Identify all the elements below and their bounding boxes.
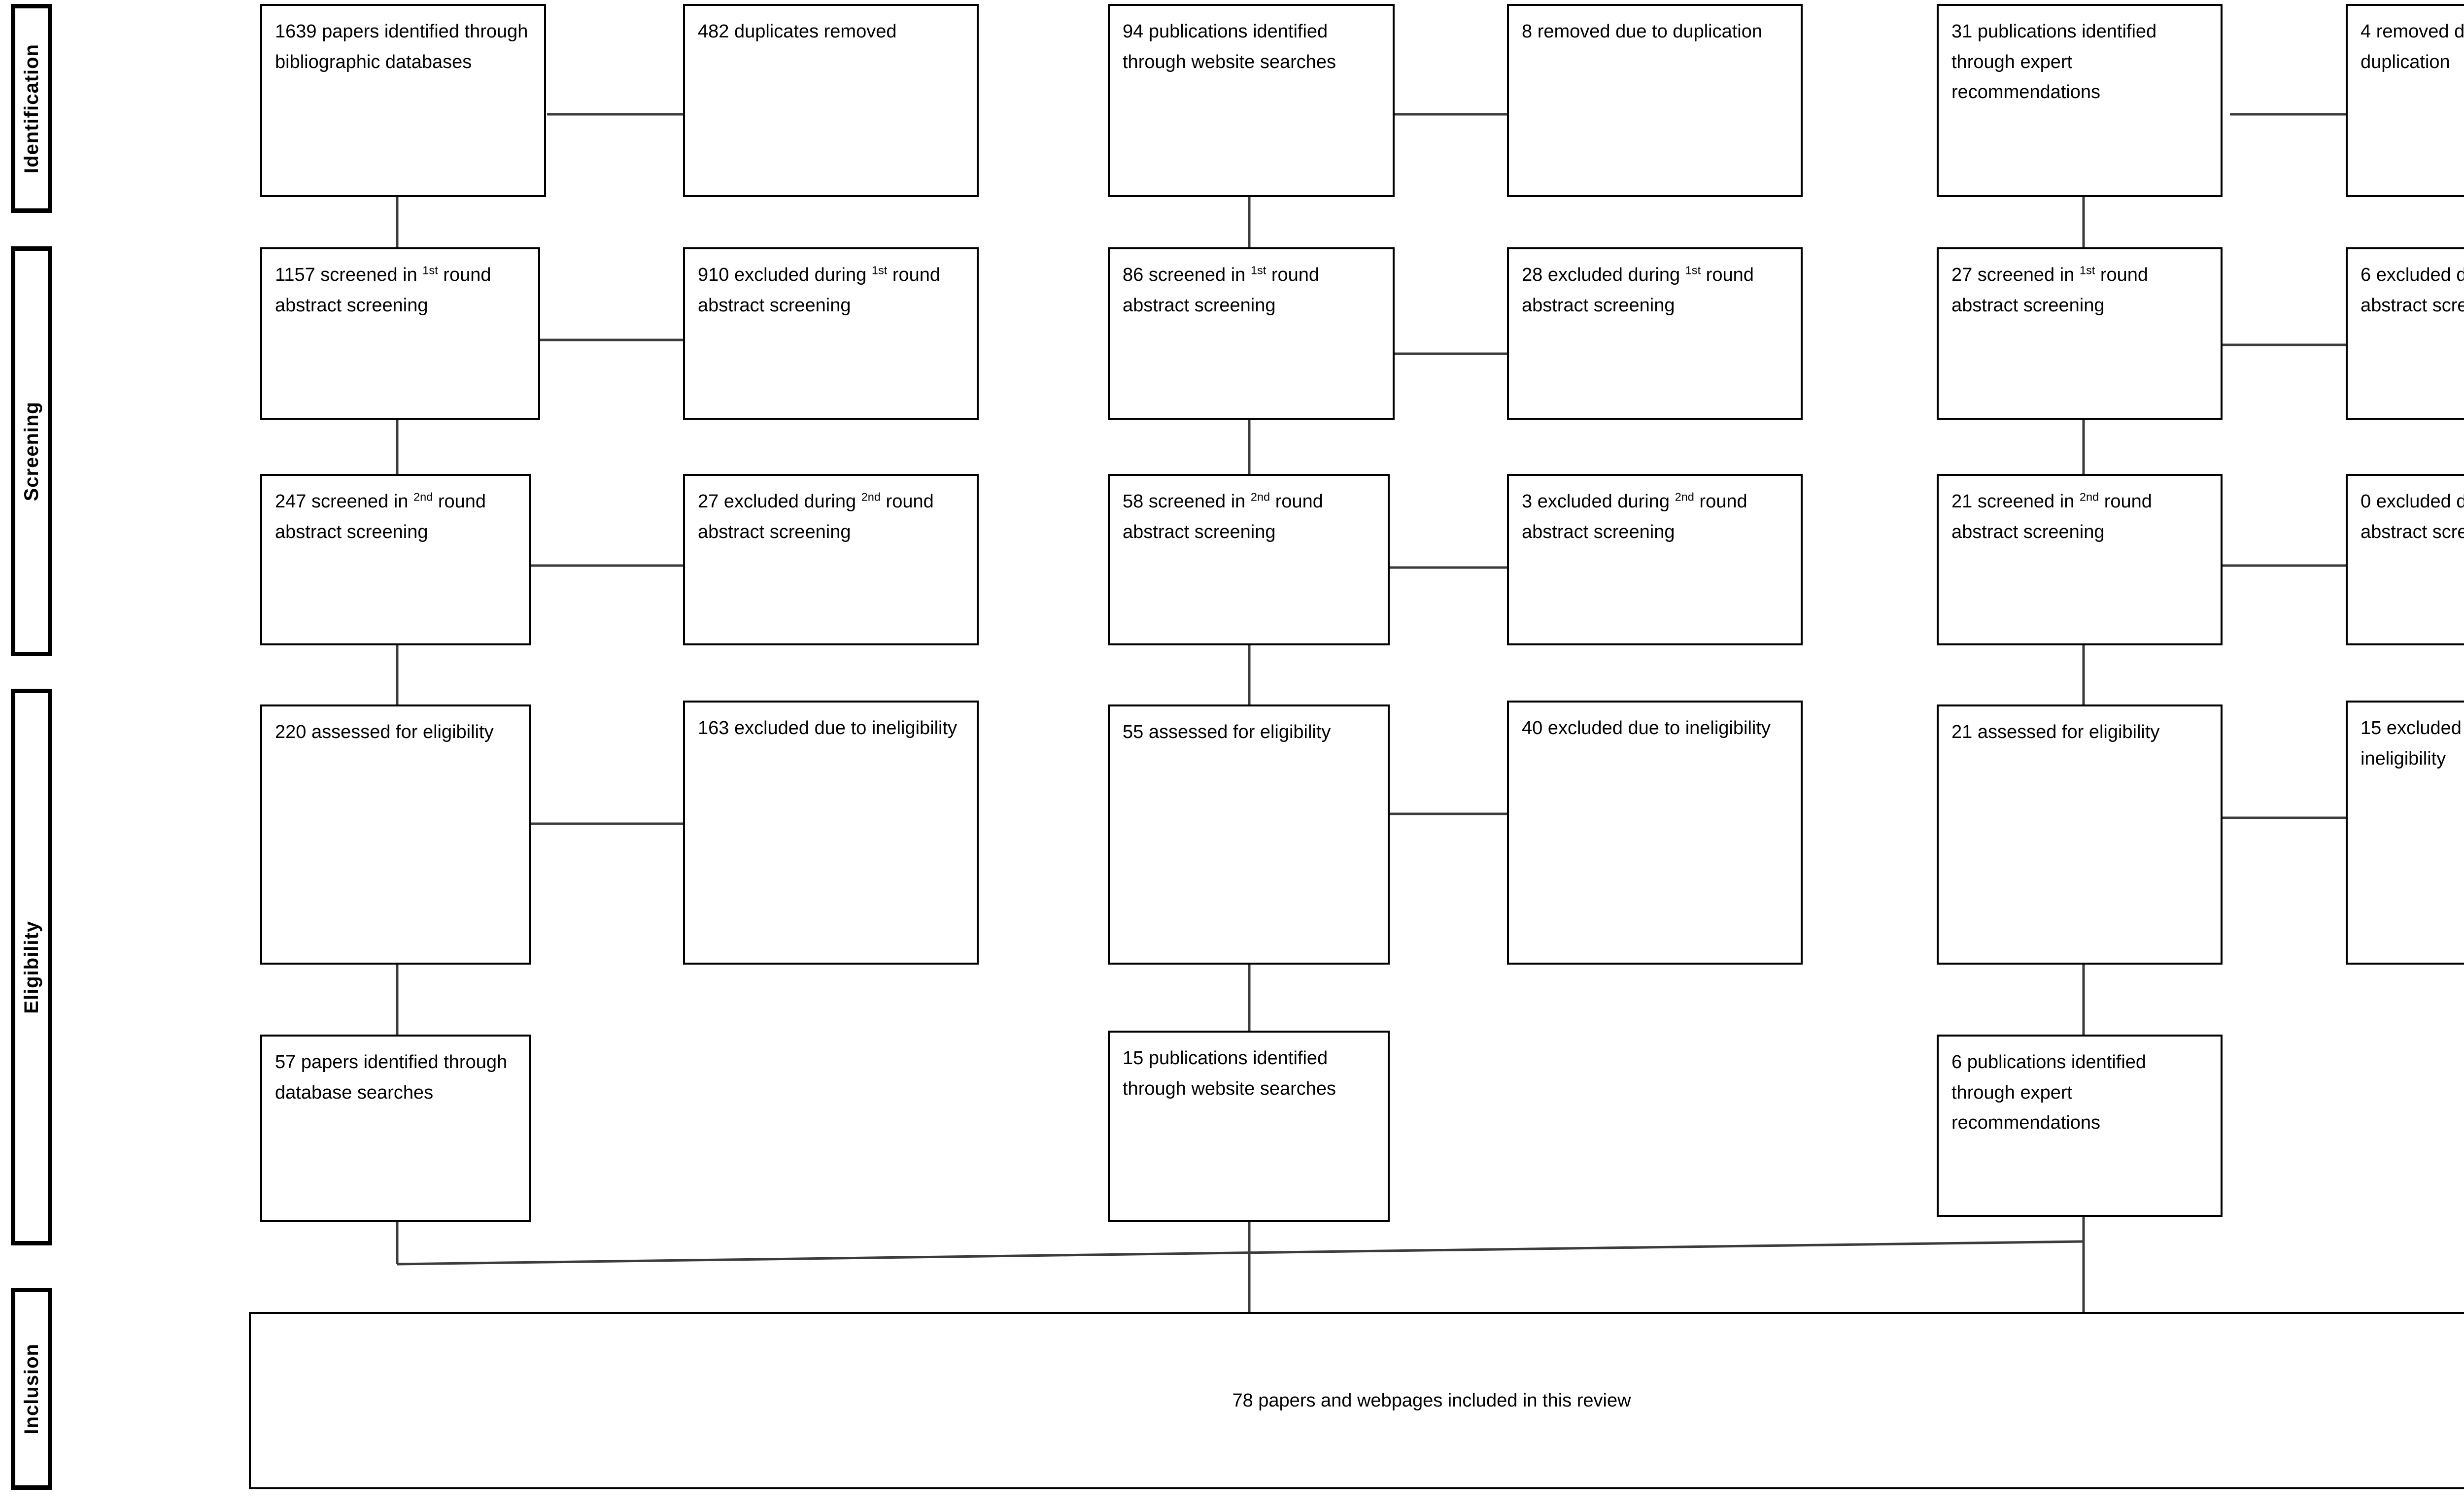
box-final-website-text: 15 publications identified through websi… xyxy=(1123,1048,1336,1099)
box-assessed-eligibility-website: 55 assessed for eligibility xyxy=(1108,704,1390,965)
box-excluded-round2-expert-post: round abstract screening xyxy=(2361,521,2464,542)
stage-label-identification-text: Identification xyxy=(20,43,42,173)
ordinal-number: 2 xyxy=(2079,490,2086,503)
box-excluded-round1-expert: 6 excluded during 1st round abstract scr… xyxy=(2346,247,2464,420)
box-excluded-round2-website-post: round abstract screening xyxy=(1522,491,1747,542)
ordinal-number: 1 xyxy=(2079,264,2086,277)
box-excluded-round2-expert-pre: 0 excluded during xyxy=(2361,491,2464,512)
box-screened-round1-databases-post: round abstract screening xyxy=(275,265,491,316)
box-screened-round2-website-post: round abstract screening xyxy=(1123,491,1323,542)
box-final-expert: 6 publications identified through expert… xyxy=(1937,1035,2223,1217)
box-final-website: 15 publications identified through websi… xyxy=(1108,1031,1390,1222)
box-final-databases: 57 papers identified through database se… xyxy=(260,1035,531,1222)
box-screened-round2-databases-post: round abstract screening xyxy=(275,491,486,542)
stage-label-identification: Identification xyxy=(11,4,52,213)
box-duplicates-removed-website-text: 8 removed due to duplication xyxy=(1522,21,1762,42)
box-excluded-round2-databases-pre: 27 excluded during xyxy=(698,491,861,512)
box-screened-round1-expert: 27 screened in 1st round abstract screen… xyxy=(1937,247,2223,420)
ordinal-suffix: nd xyxy=(1681,490,1694,503)
ordinal-number: 1 xyxy=(422,264,429,277)
box-screened-round2-website: 58 screened in 2nd round abstract screen… xyxy=(1108,474,1390,645)
ordinal-number: 2 xyxy=(861,490,868,503)
box-assessed-eligibility-expert-text: 21 assessed for eligibility xyxy=(1951,722,2160,742)
stage-label-eligibility: Eligibility xyxy=(11,689,52,1245)
ordinal-suffix: st xyxy=(1691,264,1701,277)
ordinal-number: 1 xyxy=(1250,264,1257,277)
box-screened-round2-databases: 247 screened in 2nd round abstract scree… xyxy=(260,474,531,645)
box-screened-round1-databases: 1157 screened in 1st round abstract scre… xyxy=(260,247,540,420)
ordinal-number: 2 xyxy=(1675,490,1681,503)
box-excluded-ineligible-expert-text: 15 excluded due to ineligibility xyxy=(2361,718,2464,769)
ordinal-number: 2 xyxy=(1250,490,1257,503)
box-excluded-round1-expert-pre: 6 excluded during xyxy=(2361,265,2464,285)
ordinal-suffix: nd xyxy=(867,490,881,503)
box-final-expert-text: 6 publications identified through expert… xyxy=(1951,1052,2147,1134)
box-excluded-round2-databases: 27 excluded during 2nd round abstract sc… xyxy=(683,474,979,645)
connector-merge-bus xyxy=(397,1240,2084,1266)
ordinal-suffix: nd xyxy=(1257,490,1270,503)
stage-label-inclusion-text: Inclusion xyxy=(20,1343,42,1435)
box-excluded-round2-website-pre: 3 excluded during xyxy=(1522,491,1675,512)
stage-label-screening: Screening xyxy=(11,246,52,656)
box-excluded-ineligible-website: 40 excluded due to ineligibility xyxy=(1507,701,1803,965)
box-excluded-round1-website-pre: 28 excluded during xyxy=(1522,265,1685,285)
box-excluded-ineligible-expert: 15 excluded due to ineligibility xyxy=(2346,701,2464,965)
box-identification-expert-text: 31 publications identified through exper… xyxy=(1951,21,2157,103)
box-final-databases-text: 57 papers identified through database se… xyxy=(275,1052,508,1103)
box-excluded-round2-website: 3 excluded during 2nd round abstract scr… xyxy=(1507,474,1803,645)
box-excluded-round2-expert: 0 excluded during 2nd round abstract scr… xyxy=(2346,474,2464,645)
ordinal-number: 1 xyxy=(1685,264,1692,277)
box-excluded-round1-databases-post: round abstract screening xyxy=(698,265,941,316)
box-excluded-round1-website-post: round abstract screening xyxy=(1522,265,1754,316)
box-duplicates-removed-databases-text: 482 duplicates removed xyxy=(698,21,897,42)
ordinal-suffix: st xyxy=(429,264,438,277)
box-screened-round1-expert-pre: 27 screened in xyxy=(1951,265,2080,285)
ordinal-suffix: nd xyxy=(420,490,433,503)
box-excluded-round1-databases-pre: 910 excluded during xyxy=(698,265,872,285)
box-assessed-eligibility-databases: 220 assessed for eligibility xyxy=(260,704,531,965)
box-duplicates-removed-expert: 4 removed due to duplication xyxy=(2346,4,2464,197)
box-excluded-round1-expert-post: round abstract screening xyxy=(2361,295,2464,316)
ordinal-suffix: st xyxy=(878,264,888,277)
box-identification-website-text: 94 publications identified through websi… xyxy=(1123,21,1336,72)
box-duplicates-removed-expert-text: 4 removed due to duplication xyxy=(2361,21,2464,72)
box-identification-databases: 1639 papers identified through bibliogra… xyxy=(260,4,546,197)
box-assessed-eligibility-website-text: 55 assessed for eligibility xyxy=(1123,722,1331,742)
ordinal-number: 2 xyxy=(413,490,420,503)
box-excluded-ineligible-databases-text: 163 excluded due to ineligibility xyxy=(698,718,958,738)
box-identification-databases-text: 1639 papers identified through bibliogra… xyxy=(275,21,528,72)
box-duplicates-removed-databases: 482 duplicates removed xyxy=(683,4,979,197)
ordinal-suffix: st xyxy=(2086,264,2095,277)
box-screened-round2-expert: 21 screened in 2nd round abstract screen… xyxy=(1937,474,2223,645)
box-screened-round1-website-post: round abstract screening xyxy=(1123,265,1320,316)
box-excluded-ineligible-website-text: 40 excluded due to ineligibility xyxy=(1522,718,1771,738)
box-assessed-eligibility-databases-text: 220 assessed for eligibility xyxy=(275,722,494,742)
box-excluded-ineligible-databases: 163 excluded due to ineligibility xyxy=(683,701,979,965)
box-identification-website: 94 publications identified through websi… xyxy=(1108,4,1395,197)
ordinal-number: 1 xyxy=(871,264,878,277)
box-screened-round1-website-pre: 86 screened in xyxy=(1123,265,1251,285)
box-excluded-round2-databases-post: round abstract screening xyxy=(698,491,934,542)
box-excluded-round1-databases: 910 excluded during 1st round abstract s… xyxy=(683,247,979,420)
box-screened-round2-expert-post: round abstract screening xyxy=(1951,491,2152,542)
box-duplicates-removed-website: 8 removed due to duplication xyxy=(1507,4,1803,197)
stage-label-eligibility-text: Eligibility xyxy=(20,920,42,1014)
box-inclusion-total-text: 78 papers and webpages included in this … xyxy=(1232,1390,1631,1411)
box-screened-round2-expert-pre: 21 screened in xyxy=(1951,491,2080,512)
box-screened-round1-website: 86 screened in 1st round abstract screen… xyxy=(1108,247,1395,420)
box-screened-round2-databases-pre: 247 screened in xyxy=(275,491,413,512)
stage-label-inclusion: Inclusion xyxy=(11,1288,52,1490)
box-screened-round1-expert-post: round abstract screening xyxy=(1951,265,2149,316)
box-excluded-round1-website: 28 excluded during 1st round abstract sc… xyxy=(1507,247,1803,420)
box-identification-expert: 31 publications identified through exper… xyxy=(1937,4,2223,197)
ordinal-suffix: st xyxy=(1257,264,1266,277)
stage-label-screening-text: Screening xyxy=(20,401,42,502)
box-assessed-eligibility-expert: 21 assessed for eligibility xyxy=(1937,704,2223,965)
ordinal-suffix: nd xyxy=(2086,490,2099,503)
box-screened-round2-website-pre: 58 screened in xyxy=(1123,491,1251,512)
box-screened-round1-databases-pre: 1157 screened in xyxy=(275,265,423,285)
box-inclusion-total: 78 papers and webpages included in this … xyxy=(249,1312,2464,1489)
